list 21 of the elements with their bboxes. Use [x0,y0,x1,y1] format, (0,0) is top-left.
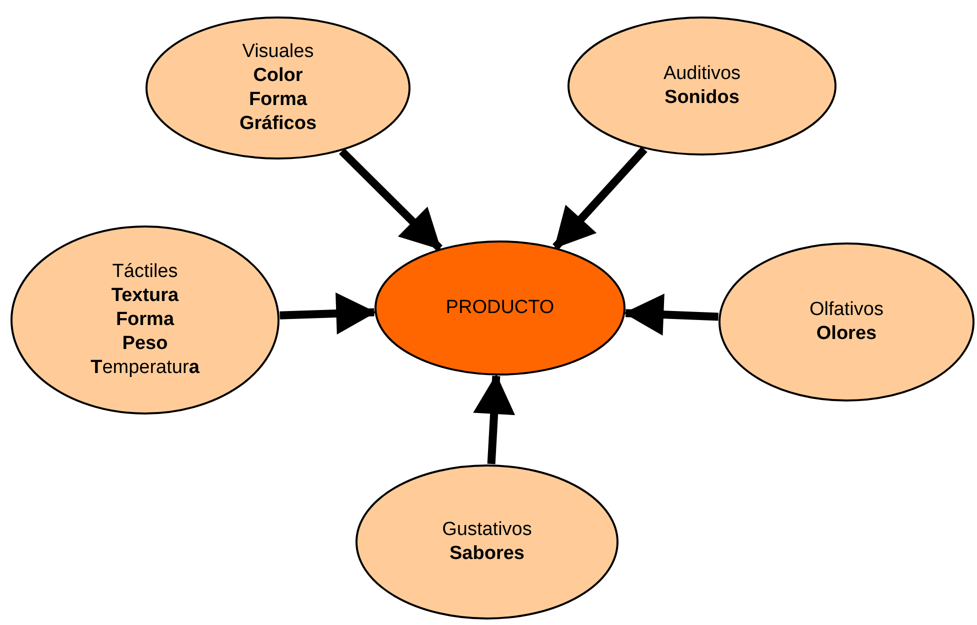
arrow [338,148,443,252]
node-item: Temperatura [90,356,200,380]
node-item: Sonidos [664,86,740,110]
node-item: Gráficos [239,112,317,136]
node-item: Color [253,64,303,88]
node-item: Peso [122,332,168,356]
arrow [624,294,718,336]
arrow [473,374,516,464]
node-heading: Visuales [242,40,314,64]
node-heading: Olfativos [810,298,884,322]
node-heading: Gustativos [442,518,532,542]
node-item: Textura [111,284,179,308]
node-heading: PRODUCTO [446,296,554,320]
arrow [552,146,648,250]
node-item: Olores [816,322,877,346]
node-item: Forma [116,308,174,332]
node-item: Sabores [450,542,524,566]
node-heading: Táctiles [112,260,178,284]
arrow [280,292,376,335]
node-heading: Auditivos [663,62,741,86]
node-item: Forma [248,88,308,112]
